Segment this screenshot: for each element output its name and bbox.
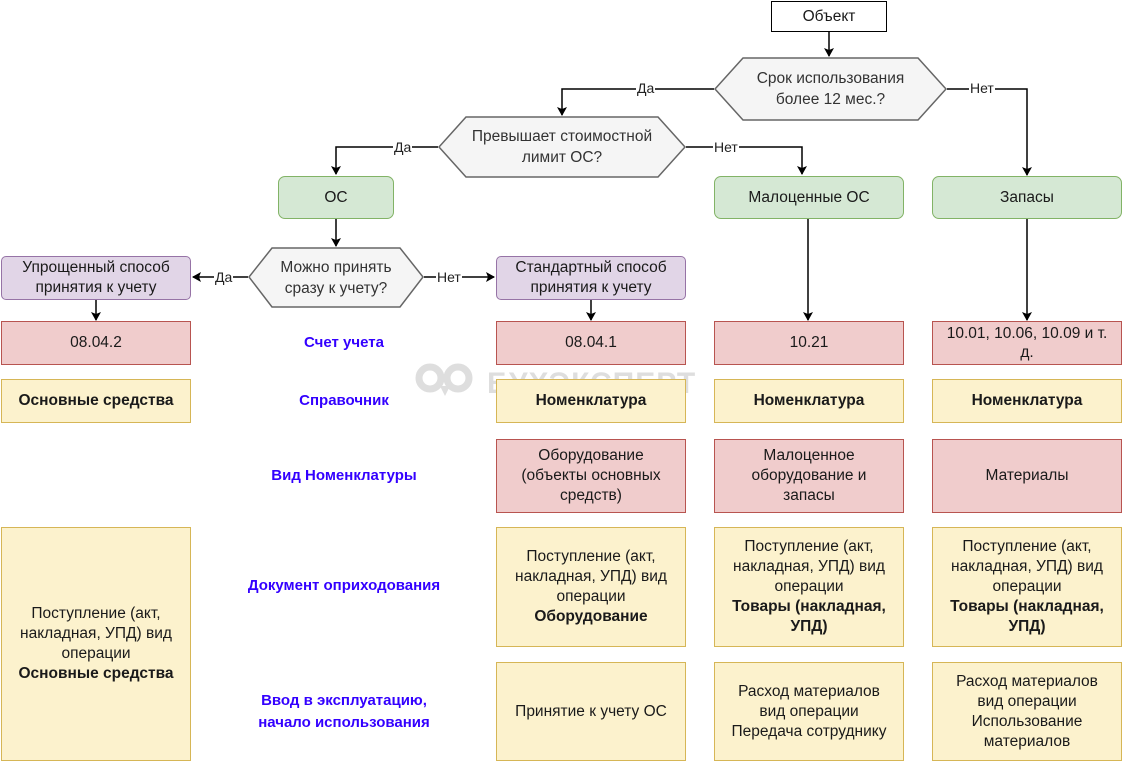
edge-label-limit-no: Нет <box>713 139 739 155</box>
edge-label-term-no: Нет <box>969 80 995 96</box>
node-low-value-os: Малоценные ОС <box>714 176 904 219</box>
edge-label-accept-no: Нет <box>436 269 462 285</box>
standard-directory: Номенклатура <box>496 379 686 423</box>
row-label-item-type: Вид Номенклатуры <box>271 467 417 484</box>
standard-receipt-doc: Поступление (акт, накладная, УПД) вид оп… <box>496 527 686 647</box>
standard-item-type: Оборудование (объекты основных средств) <box>496 439 686 513</box>
low-value-commissioning: Расход материалов вид операции Передача … <box>714 662 904 761</box>
owl-logo-icon <box>413 362 477 406</box>
edge-limit-no <box>686 146 807 175</box>
inventory-directory: Номенклатура <box>932 379 1122 423</box>
node-object: Объект <box>771 1 887 32</box>
row-label-commissioning: Ввод в эксплуатацию, начало использовани… <box>258 692 430 731</box>
inventory-item-type: Материалы <box>932 439 1122 513</box>
simplified-account: 08.04.2 <box>1 321 191 365</box>
inventory-receipt-doc: Поступление (акт, накладная, УПД) вид оп… <box>932 527 1122 647</box>
low-value-account: 10.21 <box>714 321 904 365</box>
simplified-receipt-doc: Поступление (акт, накладная, УПД) вид оп… <box>1 527 191 761</box>
low-value-directory: Номенклатура <box>714 379 904 423</box>
edge-limit-yes <box>331 146 438 175</box>
inventory-commissioning: Расход материалов вид операции Использов… <box>932 662 1122 761</box>
edge-label-term-yes: Да <box>636 80 656 96</box>
node-standard-method: Стандартный способ принятия к учету <box>496 256 686 300</box>
edge-label-accept-yes: Да <box>214 269 234 285</box>
simplified-directory: Основные средства <box>1 379 191 423</box>
edge-term-no <box>947 88 1032 176</box>
standard-account: 08.04.1 <box>496 321 686 365</box>
edge-label-limit-yes: Да <box>393 139 413 155</box>
inventory-account: 10.01, 10.06, 10.09 и т. д. <box>932 321 1122 365</box>
decision-cost-limit: Превышает стоимостной лимит ОС? <box>438 116 686 178</box>
decision-immediate-accept: Можно принять сразу к учету? <box>248 247 424 308</box>
node-simplified-method: Упрощенный способ принятия к учету <box>1 256 191 300</box>
node-os: ОС <box>278 176 394 219</box>
node-inventory: Запасы <box>932 176 1122 219</box>
row-label-receipt-doc: Документ оприходования <box>247 577 441 594</box>
edge-term-yes <box>557 88 714 116</box>
low-value-receipt-doc: Поступление (акт, накладная, УПД) вид оп… <box>714 527 904 647</box>
decision-usage-term: Срок использования более 12 мес.? <box>714 57 947 121</box>
standard-commissioning: Принятие к учету ОС <box>496 662 686 761</box>
row-label-account: Счет учета <box>304 334 384 351</box>
low-value-item-type: Малоценное оборудование и запасы <box>714 439 904 513</box>
row-label-directory: Справочник <box>299 392 389 409</box>
